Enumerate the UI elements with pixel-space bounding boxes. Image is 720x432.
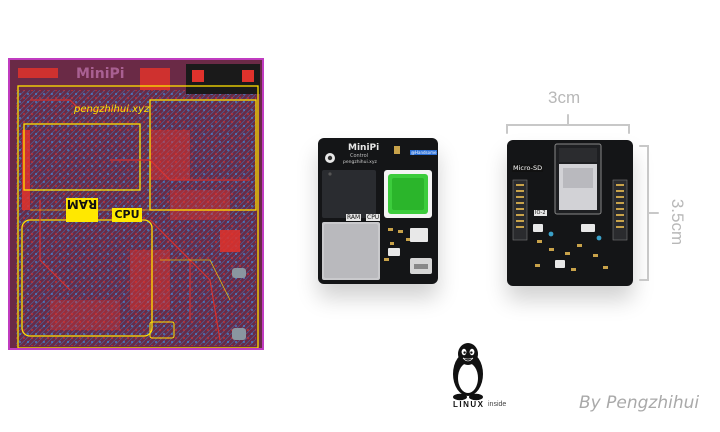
board-top-components <box>322 146 432 280</box>
pcb-layout-image: MiniPi pengzhihui.xyz RAM CPU <box>8 58 264 350</box>
tux-penguin-icon <box>453 343 483 401</box>
linux-inside-text: inside <box>488 401 507 408</box>
board-top-ram-label: RAM <box>346 214 362 221</box>
board-top-brand: MiniPi <box>348 143 380 153</box>
board-top-cpu-label: CPU <box>366 214 381 221</box>
dimension-width-label: 3cm <box>548 88 581 107</box>
board-bottom-components <box>512 143 628 271</box>
pcb-brand-text: MiniPi <box>76 66 125 82</box>
board-top-sub: Control <box>350 153 369 159</box>
board-bottom-io-label: IO-2 <box>534 210 547 216</box>
board-bottom-render: Micro-SD IO-2 <box>507 140 633 286</box>
linux-word: LINUX <box>453 400 485 409</box>
pcb-ram-label: RAM <box>66 197 98 222</box>
pcb-traces <box>10 60 262 348</box>
pcb-cpu-label: CPU <box>112 208 142 222</box>
board-top-handle-label: @Handsome <box>410 150 438 155</box>
dimension-height-label: 3.5cm <box>668 198 688 246</box>
author-credit: By Pengzhihui <box>579 393 700 413</box>
board-bottom-card-label: Micro-SD <box>512 164 544 172</box>
board-top-url: pengzhihui.xyz <box>343 160 377 165</box>
board-top-render: MiniPi Control pengzhihui.xyz RAM CPU @H… <box>318 138 438 284</box>
pcb-url-text: pengzhihui.xyz <box>74 104 150 115</box>
